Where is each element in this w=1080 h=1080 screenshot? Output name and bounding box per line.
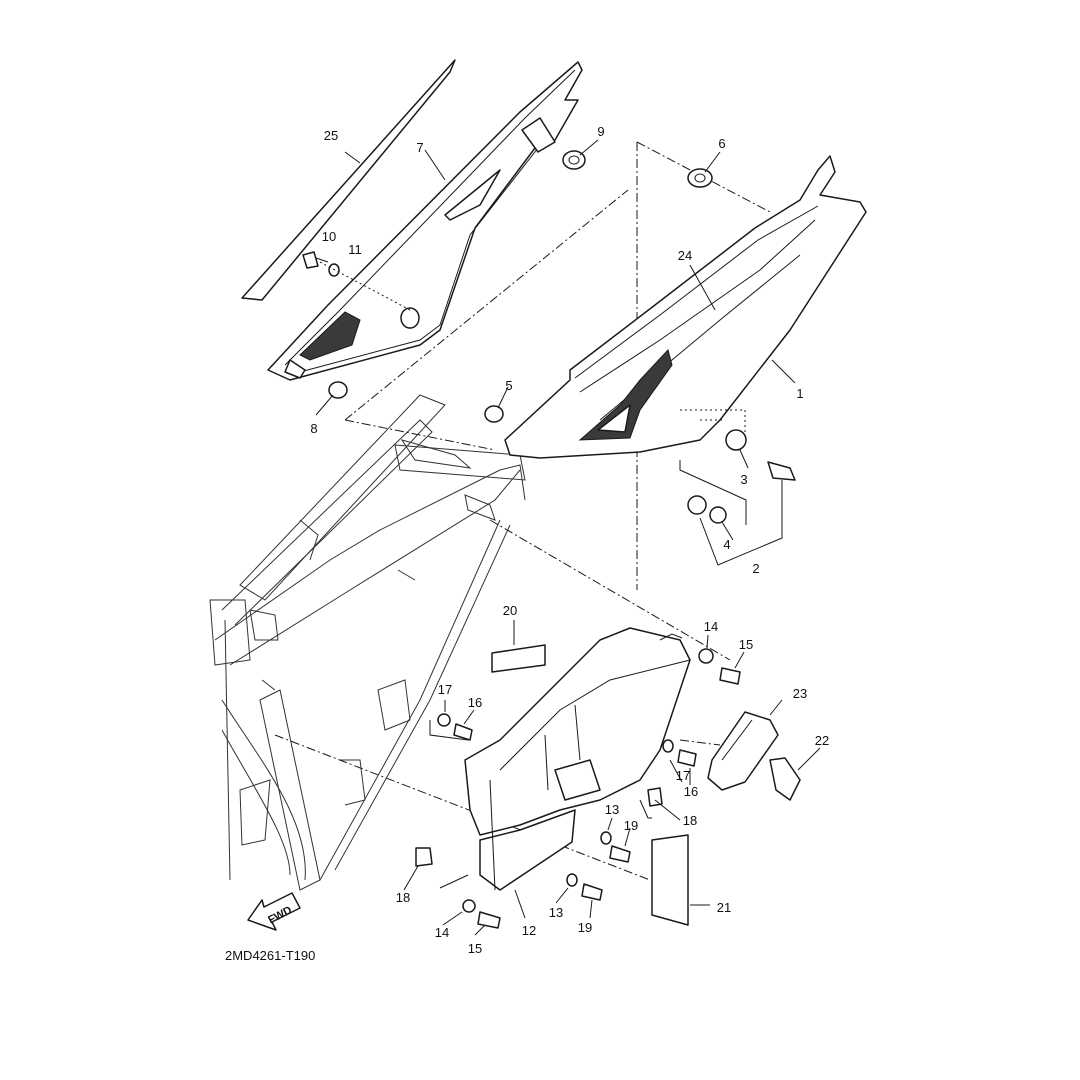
- leader-lines: [315, 139, 821, 936]
- label-part-13a: 13: [605, 802, 619, 817]
- label-part-19b: 19: [578, 920, 592, 935]
- battery-box-12: [464, 627, 691, 891]
- label-part-15b: 15: [468, 941, 482, 956]
- label-part-6: 6: [718, 136, 725, 151]
- label-part-22: 22: [815, 733, 829, 748]
- hidden-lines-upper: [319, 261, 746, 440]
- label-part-11: 11: [348, 242, 362, 257]
- label-part-15a: 15: [739, 637, 753, 652]
- label-part-14b: 14: [435, 925, 449, 940]
- label-part-17b: 17: [676, 768, 690, 783]
- protector-sheet-25: [241, 59, 456, 301]
- label-part-9: 9: [597, 124, 604, 139]
- label-part-1: 1: [796, 386, 803, 401]
- label-part-12: 12: [522, 923, 536, 938]
- pad-21: [651, 834, 689, 926]
- label-part-20: 20: [503, 603, 517, 618]
- pad-23: [707, 711, 779, 791]
- label-part-23: 23: [793, 686, 807, 701]
- fasteners-lower: [415, 648, 741, 929]
- label-part-2: 2: [752, 561, 759, 576]
- label-part-16a: 16: [468, 695, 482, 710]
- diagram-code: 2MD4261-T190: [225, 948, 315, 963]
- fasteners-upper: [302, 150, 796, 524]
- label-part-21: 21: [717, 900, 731, 915]
- label-part-7: 7: [416, 140, 423, 155]
- label-part-25: 25: [324, 128, 338, 143]
- label-part-10: 10: [322, 229, 336, 244]
- label-part-14a: 14: [704, 619, 718, 634]
- side-cover-right-1: [504, 155, 867, 459]
- label-part-18a: 18: [683, 813, 697, 828]
- part-labels: 1 2 3 4 5 6 7 8 9 10 11 12 13 13 14 14 1…: [310, 124, 829, 956]
- label-part-5: 5: [505, 378, 512, 393]
- label-part-19a: 19: [624, 818, 638, 833]
- clip-22: [769, 757, 801, 801]
- label-part-18b: 18: [396, 890, 410, 905]
- label-part-8: 8: [310, 421, 317, 436]
- pad-20: [491, 644, 546, 673]
- label-part-17a: 17: [438, 682, 452, 697]
- side-cover-left-7: [267, 61, 583, 381]
- label-part-13b: 13: [549, 905, 563, 920]
- label-part-3: 3: [740, 472, 747, 487]
- label-part-4: 4: [723, 537, 730, 552]
- fwd-arrow-icon: FWD: [247, 892, 301, 931]
- label-part-16b: 16: [684, 784, 698, 799]
- label-part-24: 24: [678, 248, 692, 263]
- chassis-frame: [209, 394, 526, 891]
